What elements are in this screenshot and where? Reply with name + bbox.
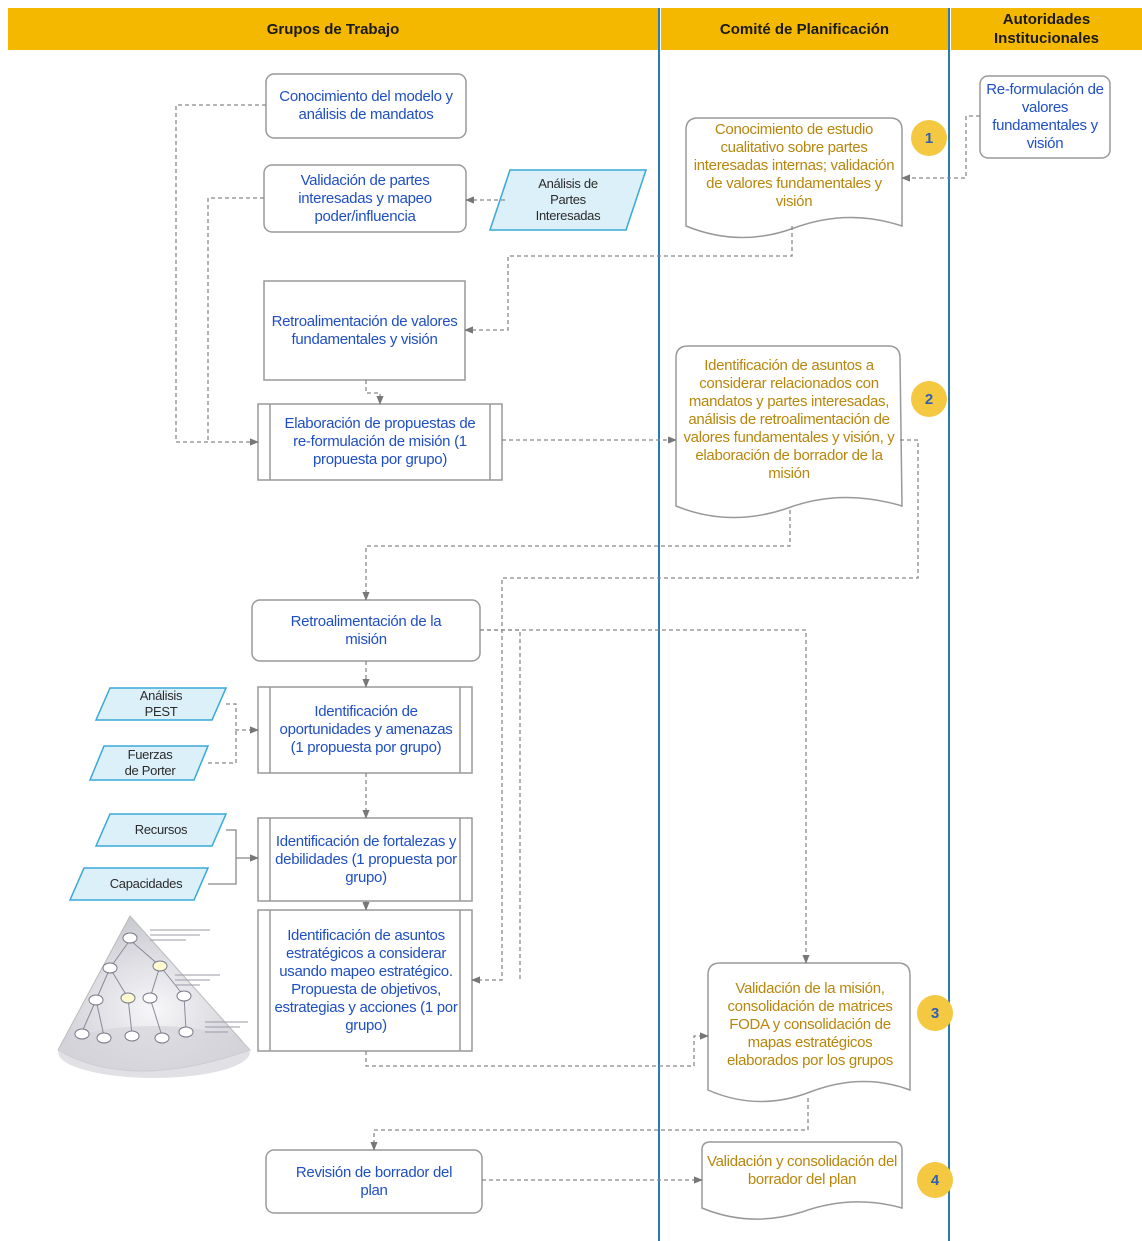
- step-elaboracion-propuestas: Elaboración de propuestas de re-formulac…: [284, 415, 476, 468]
- input-recursos: Recursos: [134, 822, 188, 837]
- solid-connectors: [208, 829, 259, 885]
- step-revision-borrador: Revisión de borrador del plan: [295, 1163, 453, 1199]
- connectors: [175, 104, 980, 1184]
- input-analisis-partes: Análisis de Partes Interesadas: [535, 176, 601, 223]
- badge-3: 3: [917, 995, 953, 1031]
- step-retro-mision: Retroalimentación de la misión: [290, 612, 442, 648]
- step-ident-asuntos: Identificación de asuntos estratégicos a…: [274, 926, 458, 1034]
- comite-step-4: Validación y consolidación del borrador …: [707, 1153, 898, 1188]
- badge-1: 1: [911, 120, 947, 156]
- step-ident-fortalezas: Identificación de fortalezas y debilidad…: [275, 832, 457, 886]
- step-retro-valores: Retroalimentación de valores fundamental…: [271, 312, 458, 348]
- input-shapes: [68, 169, 648, 901]
- lane-header-comite: Comité de Planificación: [661, 8, 948, 50]
- step-conocimiento-modelo: Conocimiento del modelo y análisis de ma…: [279, 88, 453, 123]
- badge-2: 2: [911, 381, 947, 417]
- step-validacion-partes: Validación de partes interesadas y mapeo…: [298, 171, 432, 225]
- input-capacidades: Capacidades: [109, 876, 183, 891]
- lane-dividers: [658, 8, 950, 1241]
- step-ident-oportunidades: Identificación de oportunidades y amenaz…: [279, 703, 453, 756]
- input-analisis-pest: Análisis PEST: [139, 688, 183, 719]
- comite-step-2: Identificación de asuntos a considerar r…: [683, 357, 895, 482]
- step-reformulacion-valores: Re-formulación de valores fundamentales …: [986, 81, 1104, 152]
- lane-header-grupos: Grupos de Trabajo: [8, 8, 658, 50]
- badge-4: 4: [917, 1162, 953, 1198]
- strategic-map-cone-icon: [57, 915, 251, 1078]
- document-shapes: [675, 117, 911, 1220]
- comite-step-3: Validación de la misión, consolidación d…: [727, 980, 893, 1069]
- input-fuerzas-porter: Fuerzas de Porter: [124, 747, 176, 778]
- process-shapes: [251, 73, 1111, 1214]
- comite-step-1: Conocimiento de estudio cualitativo sobr…: [693, 120, 895, 210]
- lane-header-autoridades: Autoridades Institucionales: [951, 8, 1142, 50]
